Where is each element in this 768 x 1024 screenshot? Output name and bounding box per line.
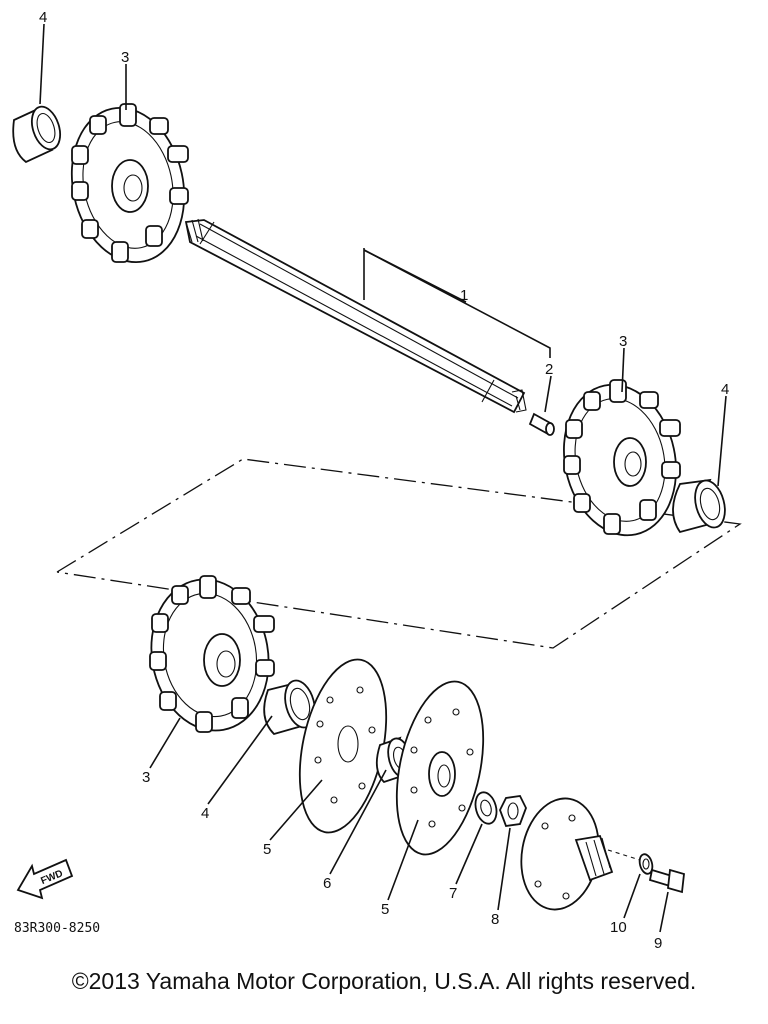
callout-4-top-right: 4: [721, 381, 729, 398]
callout-10: 10: [610, 919, 627, 936]
callout-4-top-left: 4: [39, 9, 47, 26]
sprocket-top-right: [563, 379, 681, 537]
callout-2: 2: [545, 361, 553, 378]
plate-right: [395, 680, 485, 856]
leader-lines: [39, 23, 727, 933]
callout-9: 9: [654, 935, 662, 952]
bolt: [648, 868, 685, 894]
callout-3-bottom: 3: [142, 769, 150, 786]
callout-3-top-left: 3: [121, 49, 129, 66]
callout-4-bottom: 4: [201, 805, 209, 822]
sprocket-bottom: [149, 575, 275, 733]
pin: [528, 412, 555, 436]
bushing-top-right: [672, 478, 726, 534]
assembly-outline: [56, 458, 742, 649]
callout-6: 6: [323, 875, 331, 892]
nut: [499, 795, 527, 827]
sprocket-top-left: [70, 103, 189, 264]
exploded-parts-diagram: 4 3 1 2 3 4 3 4 5 6 5 7 8 10 9 FWD 83R30…: [12, 9, 742, 952]
callout-1: 1: [460, 287, 468, 304]
callout-7: 7: [449, 885, 457, 902]
copyright-notice: ©2013 Yamaha Motor Corporation, U.S.A. A…: [71, 968, 697, 994]
washer: [474, 791, 498, 825]
bushing-top-left: [12, 105, 62, 164]
bushing-bottom: [263, 679, 316, 736]
drive-shaft: [184, 218, 527, 414]
callout-8: 8: [491, 911, 499, 928]
diagram-code: 83R300-8250: [14, 921, 100, 936]
hub: [520, 797, 641, 911]
callout-3-top-right: 3: [619, 333, 627, 350]
forward-arrow-icon: FWD: [16, 858, 74, 900]
callout-5-right: 5: [381, 901, 389, 918]
lock-washer: [638, 853, 654, 875]
callout-5-left: 5: [263, 841, 271, 858]
